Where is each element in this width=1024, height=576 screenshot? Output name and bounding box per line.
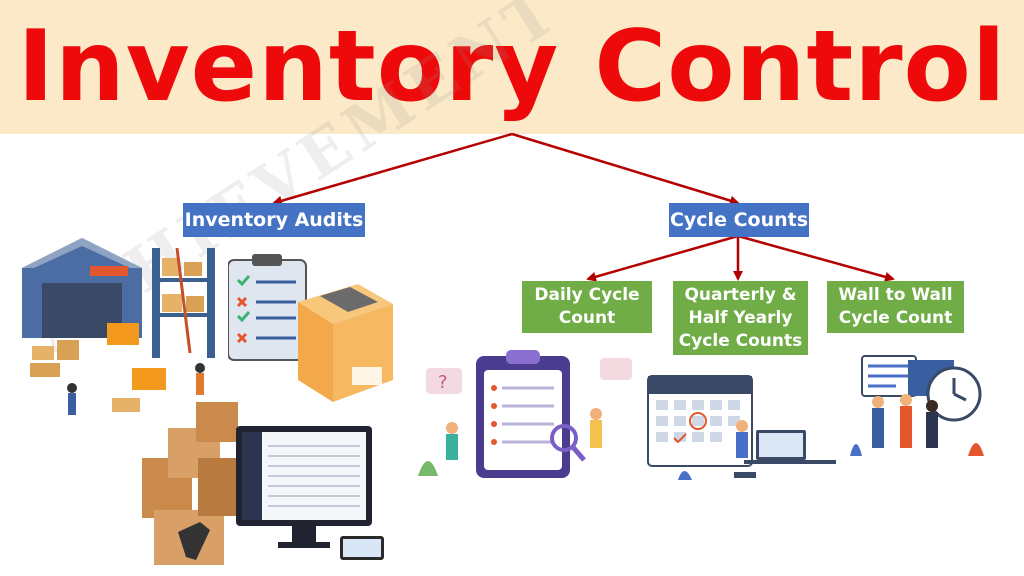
warehouse-illustration <box>22 238 215 415</box>
daily-cycle-illustration: ? <box>418 350 632 478</box>
team-clock-illustration <box>850 355 984 456</box>
calendar-desk-illustration <box>647 375 836 480</box>
node-daily-cycle-count: Daily Cycle Count <box>522 281 652 333</box>
node-quarterly-half-yearly: Quarterly & Half Yearly Cycle Counts <box>673 281 808 355</box>
arrow-to-cycle-counts <box>511 132 740 206</box>
node-inventory-audits: Inventory Audits <box>183 203 365 237</box>
node-wall-to-wall: Wall to Wall Cycle Count <box>827 281 964 333</box>
clipboard-box-illustration <box>228 254 393 402</box>
arrow-to-audits <box>272 132 513 206</box>
svg-text:?: ? <box>438 372 448 393</box>
title-band <box>0 0 1024 134</box>
arrow-to-wall <box>737 234 895 282</box>
arrow-to-daily <box>586 234 739 282</box>
page-title: Inventory Control <box>17 10 1007 124</box>
node-cycle-counts: Cycle Counts <box>669 203 809 237</box>
boxes-computer-scanner-illustration <box>142 402 384 565</box>
